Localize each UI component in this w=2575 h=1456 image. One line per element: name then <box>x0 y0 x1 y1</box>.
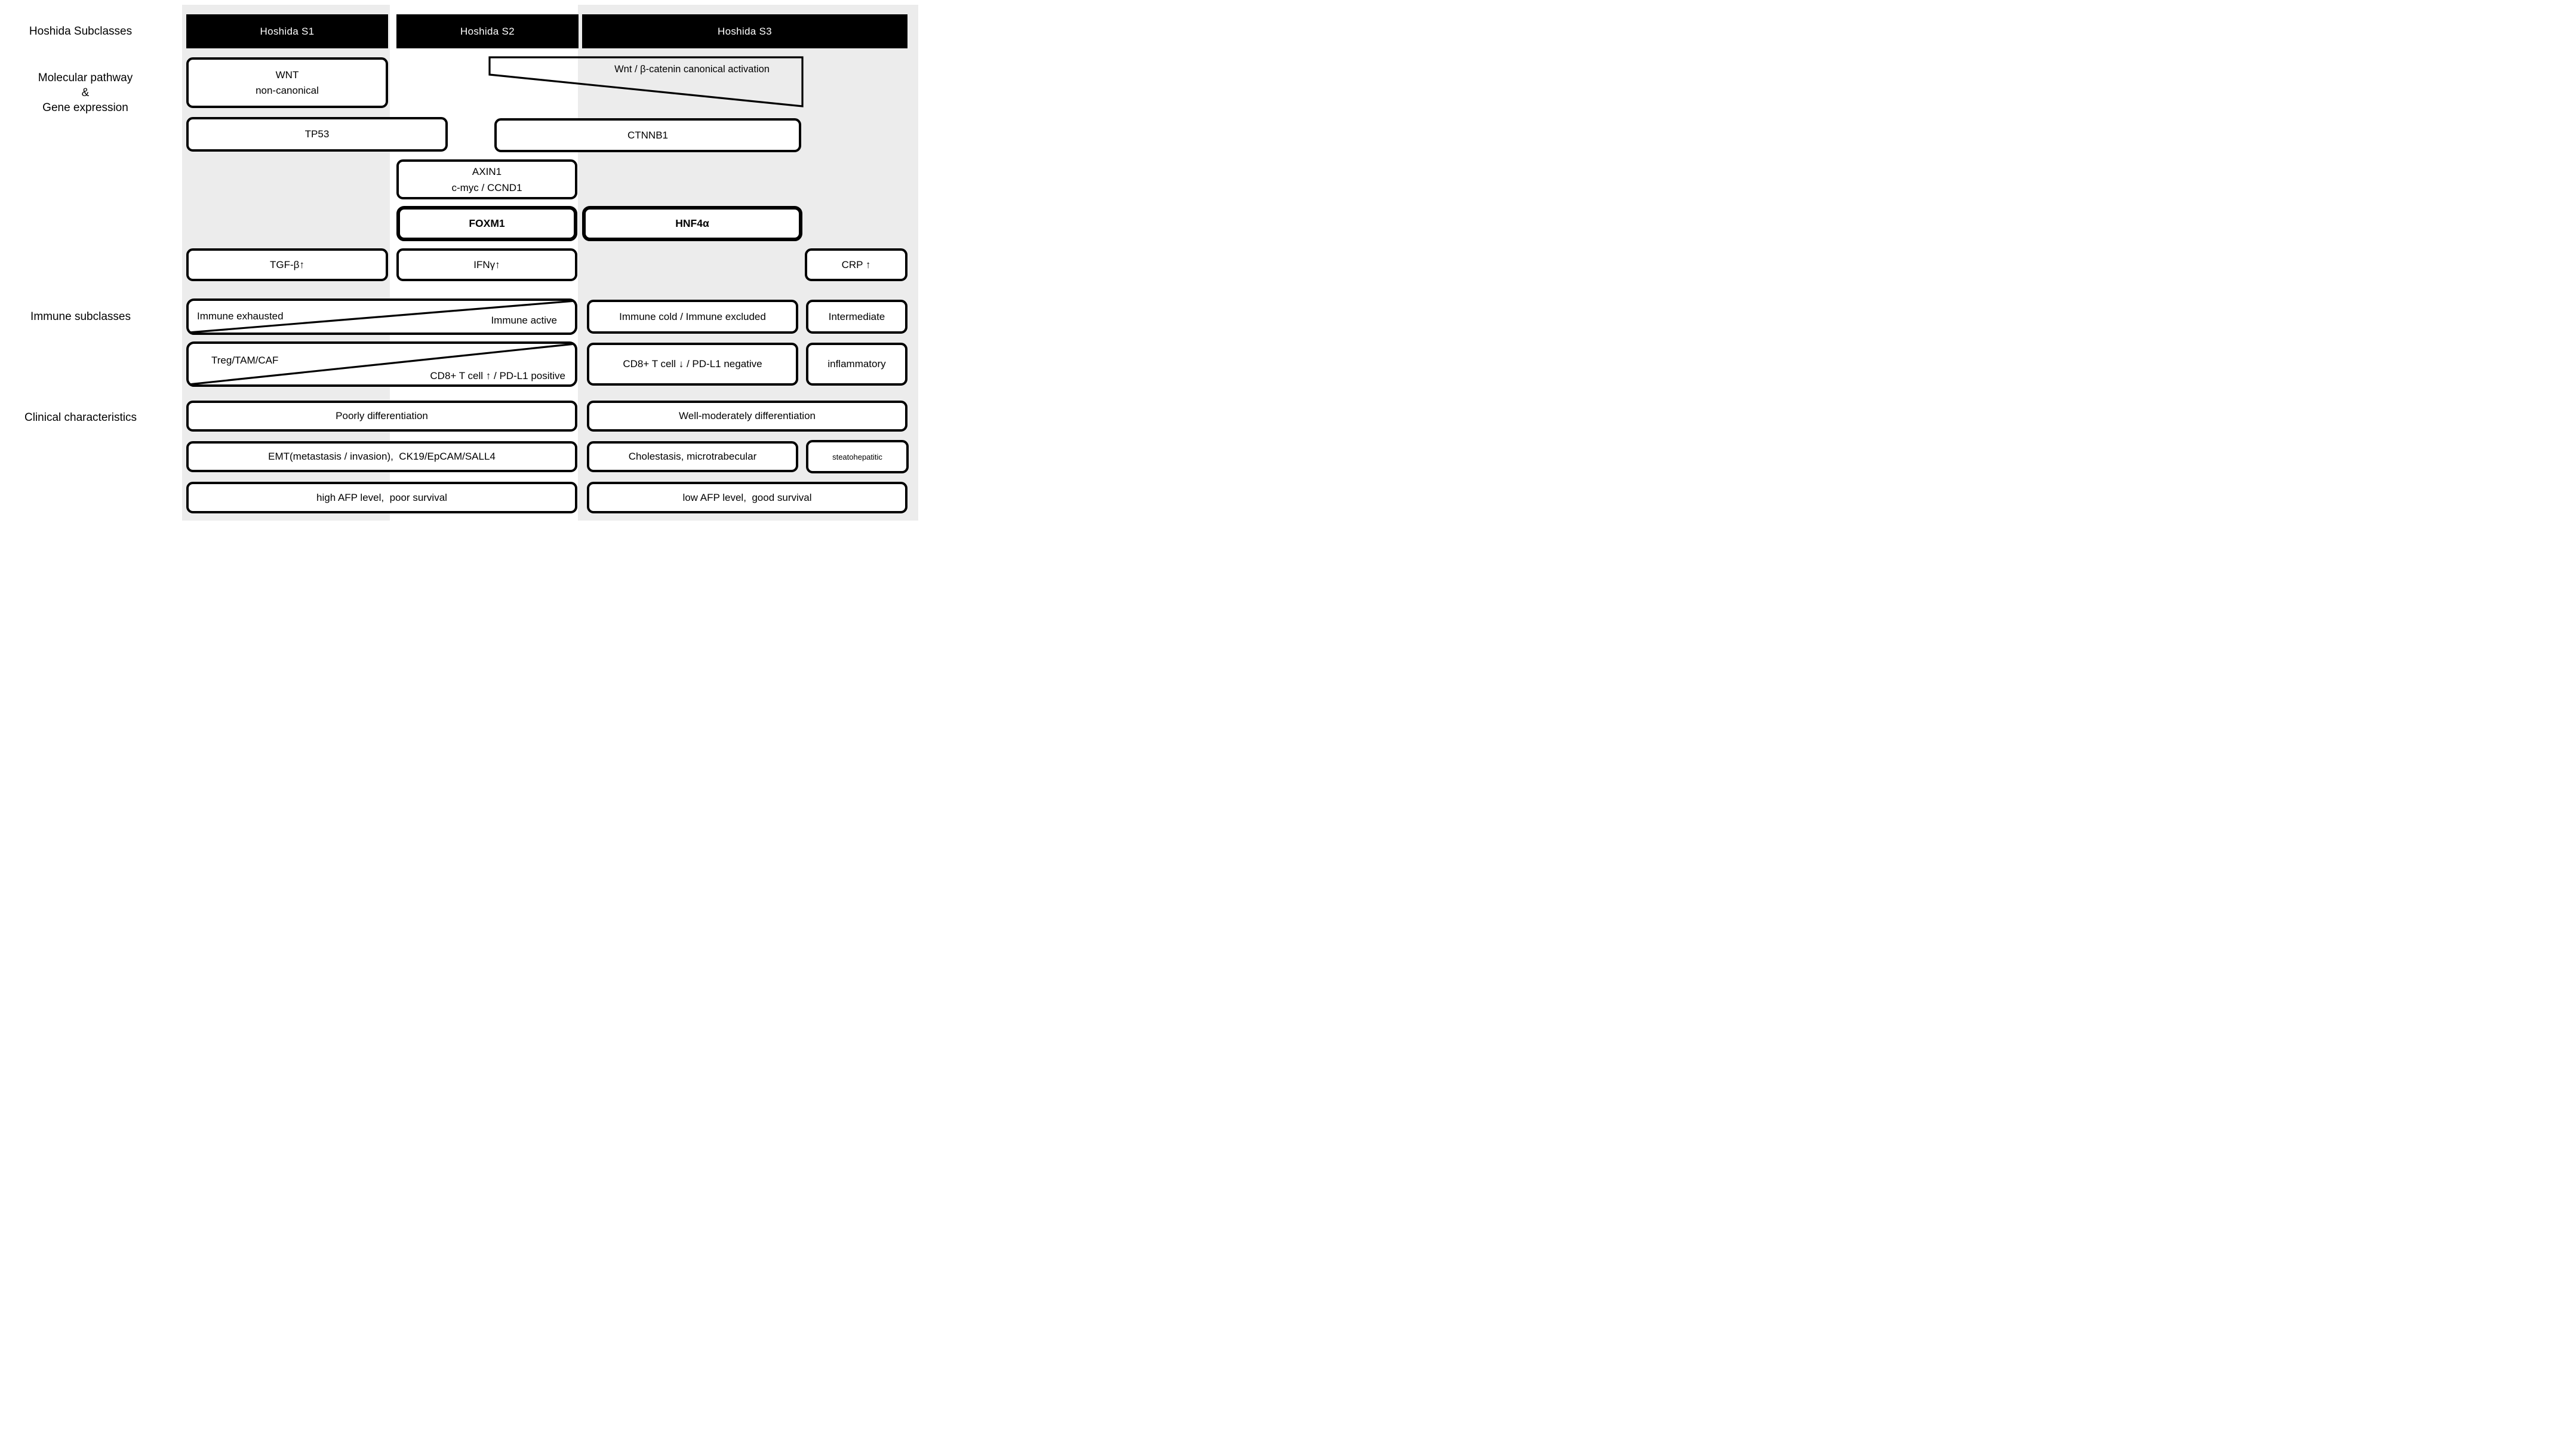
box-treg-cd8-positive: Treg/TAM/CAF CD8+ T cell ↑ / PD-L1 posit… <box>186 341 577 387</box>
box-tp53: TP53 <box>186 117 448 152</box>
diagonal-divider <box>189 344 575 384</box>
immune-exhausted-label: Immune exhausted <box>197 310 284 322</box>
box-high-afp-poor-survival: high AFP level, poor survival <box>186 482 577 513</box>
label-clinical-characteristics: Clinical characteristics <box>24 411 137 424</box>
label-molecular-pathway-line3: Gene expression <box>42 101 128 114</box>
treg-tam-caf-label: Treg/TAM/CAF <box>211 355 279 366</box>
diagonal-divider <box>189 301 575 333</box>
box-steatohepatitic: steatohepatitic <box>806 440 909 473</box>
wedge-label-wnt-canonical: Wnt / β-catenin canonical activation <box>614 64 770 75</box>
header-bar-hoshida-s1: Hoshida S1 <box>186 14 388 48</box>
wnt-canonical-wedge-shape <box>488 56 804 107</box>
box-immune-cold-excluded: Immune cold / Immune excluded <box>587 300 798 334</box>
box-low-afp-good-survival: low AFP level, good survival <box>587 482 907 513</box>
box-immune-exhausted-active: Immune exhausted Immune active <box>186 298 577 335</box>
box-ctnnb1: CTNNB1 <box>494 118 801 152</box>
box-cd8-negative: CD8+ T cell ↓ / PD-L1 negative <box>587 343 798 386</box>
box-inflammatory: inflammatory <box>806 343 907 386</box>
label-hoshida-subclasses: Hoshida Subclasses <box>29 25 133 38</box>
label-molecular-pathway-line2: & <box>81 87 90 99</box>
box-intermediate: Intermediate <box>806 300 907 334</box>
axin1-line1: AXIN1 <box>472 165 502 177</box>
box-axin1-cmyc-ccnd1: AXIN1 c-myc / CCND1 <box>396 159 577 199</box>
immune-active-label: Immune active <box>491 315 557 326</box>
box-cholestasis-microtrabecular: Cholestasis, microtrabecular <box>587 441 798 472</box>
box-crp-up: CRP ↑ <box>805 248 907 281</box>
label-immune-subclasses: Immune subclasses <box>30 310 131 323</box>
box-wnt-noncanonical: WNT non-canonical <box>186 57 388 108</box>
header-bar-hoshida-s2: Hoshida S2 <box>396 14 579 48</box>
wnt-canonical-wedge <box>488 56 804 107</box>
box-ifng-up: IFNγ↑ <box>396 248 577 281</box>
hoshida-subclass-diagram: Hoshida Subclasses Molecular pathway & G… <box>0 0 922 522</box>
box-poorly-differentiation: Poorly differentiation <box>186 401 577 432</box>
wnt-line1: WNT <box>275 69 299 81</box>
box-emt-ck19: EMT(metastasis / invasion), CK19/EpCAM/S… <box>186 441 577 472</box>
box-hnf4a: HNF4α <box>582 206 802 241</box>
box-tgfb-up: TGF-β↑ <box>186 248 388 281</box>
cd8-positive-label: CD8+ T cell ↑ / PD-L1 positive <box>430 370 565 381</box>
wnt-line2: non-canonical <box>256 84 319 96</box>
header-bar-hoshida-s3: Hoshida S3 <box>582 14 907 48</box>
axin1-line2: c-myc / CCND1 <box>451 181 522 193</box>
box-well-moderately-differentiation: Well-moderately differentiation <box>587 401 907 432</box>
label-molecular-pathway-line1: Molecular pathway <box>38 72 133 84</box>
box-foxm1: FOXM1 <box>396 206 577 241</box>
label-molecular-pathway: Molecular pathway & Gene expression <box>0 70 171 115</box>
